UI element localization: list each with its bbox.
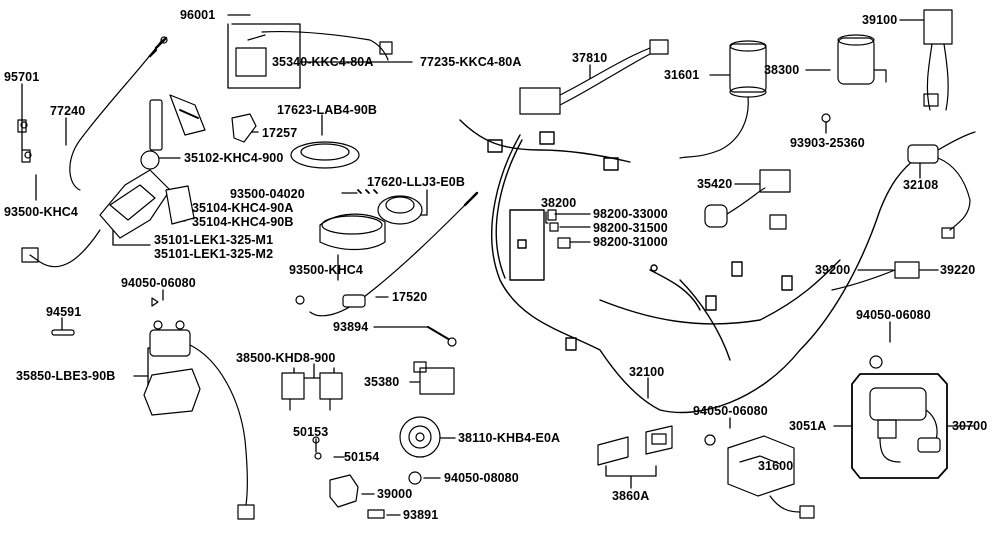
label-35340-kkc4-80a: 35340-KKC4-80A — [272, 55, 374, 69]
screw-93894 — [427, 326, 457, 347]
label-17620-llj3-e0b: 17620-LLJ3-E0B — [367, 175, 465, 189]
starter-relay-35850 — [51, 297, 255, 520]
label-38300: 38300 — [764, 63, 800, 77]
label-50153: 50153 — [293, 425, 329, 439]
wire-harness-32100 — [459, 119, 921, 414]
ignition-switch-assembly — [21, 94, 206, 268]
label-30700: 30700 — [952, 419, 988, 433]
ring-17623 — [290, 141, 360, 169]
label-93500-khc4-a: 93500-KHC4 — [4, 205, 78, 219]
label-98200-31500: 98200-31500 — [593, 221, 668, 235]
label-39220: 39220 — [940, 263, 976, 277]
unit-35380 — [413, 361, 455, 395]
regulator-31600 — [704, 434, 815, 519]
label-93903-25360: 93903-25360 — [790, 136, 865, 150]
switch-31601 — [679, 40, 767, 159]
label-17520: 17520 — [392, 290, 428, 304]
label-77235-kkc4-80a: 77235-KKC4-80A — [420, 55, 522, 69]
plate-35104 — [165, 185, 195, 225]
module-35420 — [704, 169, 791, 230]
label-94050-08080: 94050-08080 — [444, 471, 519, 485]
nut-94050-c — [869, 355, 883, 369]
label-77240: 77240 — [50, 104, 86, 118]
label-93894: 93894 — [333, 320, 369, 334]
label-39200: 39200 — [815, 263, 851, 277]
label-32108: 32108 — [903, 178, 939, 192]
cable-harness-upper — [235, 30, 393, 77]
label-35101-lek1-325-m2: 35101-LEK1-325-M2 — [154, 247, 274, 261]
label-93500-khc4-b: 93500-KHC4 — [289, 263, 363, 277]
label-39000: 39000 — [377, 487, 413, 501]
label-35101-lek1-325-m1: 35101-LEK1-325-M1 — [154, 233, 274, 247]
small-parts-50153-50154 — [312, 436, 322, 460]
label-50154: 50154 — [344, 450, 380, 464]
throttle-cable-17520 — [295, 191, 479, 317]
horn-38110 — [399, 416, 441, 458]
label-98200-33000: 98200-33000 — [593, 207, 668, 221]
label-3860a: 3860A — [612, 489, 650, 503]
connector-39200 — [831, 261, 920, 291]
label-3051a: 3051A — [789, 419, 827, 433]
sensor-39000 — [329, 471, 422, 519]
coil-38300 — [821, 34, 887, 123]
bracket-17257 — [231, 113, 257, 143]
label-17623-lab4-90b: 17623-LAB4-90B — [277, 103, 378, 117]
label-98200-31000: 98200-31000 — [593, 235, 668, 249]
label-37810: 37810 — [572, 51, 608, 65]
label-35380: 35380 — [364, 375, 400, 389]
relay-pair-38500 — [281, 372, 343, 411]
connector-3860a — [597, 425, 673, 466]
harness-32108 — [907, 131, 976, 239]
label-94050-06080-a: 94050-06080 — [121, 276, 196, 290]
label-32100: 32100 — [629, 365, 665, 379]
label-35420: 35420 — [697, 177, 733, 191]
label-38500-khd8-900: 38500-KHD8-900 — [236, 351, 336, 365]
ignition-coil-30700 — [869, 387, 941, 463]
label-93891: 93891 — [403, 508, 439, 522]
label-94050-06080-b: 94050-06080 — [693, 404, 768, 418]
label-38200: 38200 — [541, 196, 577, 210]
label-39100: 39100 — [862, 13, 898, 27]
small-clips-98200 — [547, 209, 571, 249]
label-93500-04020: 93500-04020 — [230, 187, 305, 201]
label-31600: 31600 — [758, 459, 794, 473]
label-35104-khc4-90a: 35104-KHC4-90A — [192, 201, 294, 215]
label-35104-khc4-90b: 35104-KHC4-90B — [192, 215, 294, 229]
label-35850-lbe3-90b: 35850-LBE3-90B — [16, 369, 116, 383]
label-35102-khc4-900: 35102-KHC4-900 — [184, 151, 284, 165]
label-94591: 94591 — [46, 305, 82, 319]
label-95701: 95701 — [4, 70, 40, 84]
flasher-39100 — [923, 9, 953, 111]
switch-housing-17620 — [319, 189, 423, 251]
label-31601: 31601 — [664, 68, 700, 82]
connector-37810 — [519, 39, 669, 115]
control-cable-left — [17, 36, 168, 191]
label-94050-06080-c: 94050-06080 — [856, 308, 931, 322]
label-96001: 96001 — [180, 8, 216, 22]
label-17257: 17257 — [262, 126, 298, 140]
label-38110-khb4-e0a: 38110-KHB4-E0A — [458, 431, 561, 445]
